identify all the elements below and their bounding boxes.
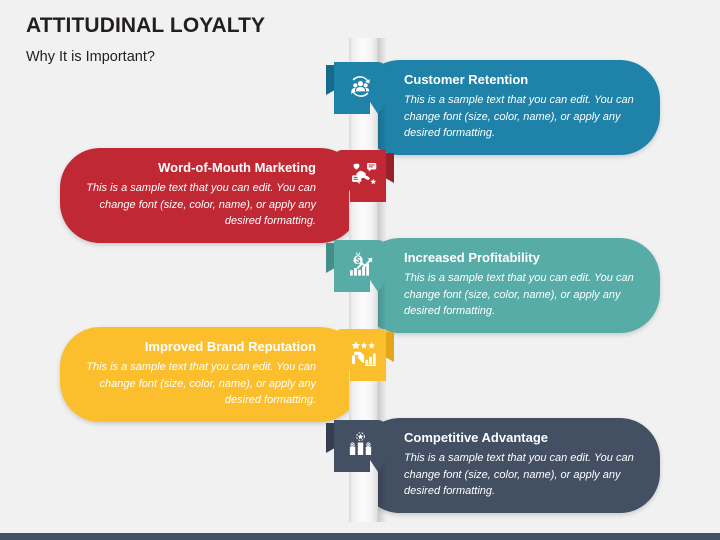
benefit-body-text: This is a sample text that you can edit.… xyxy=(86,361,316,406)
benefit-heading: Word-of-Mouth Marketing xyxy=(158,160,316,175)
ribbon-flag xyxy=(334,240,386,292)
benefit-body-text: This is a sample text that you can edit.… xyxy=(404,452,634,497)
bottom-accent-bar xyxy=(0,533,720,540)
page-title: ATTITUDINAL LOYALTY xyxy=(26,14,266,37)
brand-rating-icon xyxy=(342,331,386,375)
benefit-ribbon xyxy=(334,329,394,387)
page-subtitle: Why It is Important? xyxy=(26,49,155,65)
profit-growth-icon xyxy=(338,242,382,286)
benefit-heading: Customer Retention xyxy=(404,72,529,87)
slide-header: ATTITUDINAL LOYALTY Why It is Important? xyxy=(26,14,265,65)
benefit-body-text: This is a sample text that you can edit.… xyxy=(404,272,634,317)
benefit-heading: Improved Brand Reputation xyxy=(144,339,316,354)
benefit-ribbon xyxy=(334,150,394,208)
word-of-mouth-icon xyxy=(342,152,386,196)
podium-winner-icon xyxy=(338,422,382,466)
benefit-ribbon xyxy=(326,62,386,120)
benefit-body-text: This is a sample text that you can edit.… xyxy=(404,94,634,139)
benefit-heading: Increased Profitability xyxy=(404,250,540,265)
benefit-ribbon xyxy=(326,420,386,478)
benefit-heading: Competitive Advantage xyxy=(404,430,548,445)
benefit-ribbon xyxy=(326,240,386,298)
benefit-body-text: This is a sample text that you can edit.… xyxy=(86,182,316,227)
customer-retention-icon xyxy=(338,64,382,108)
